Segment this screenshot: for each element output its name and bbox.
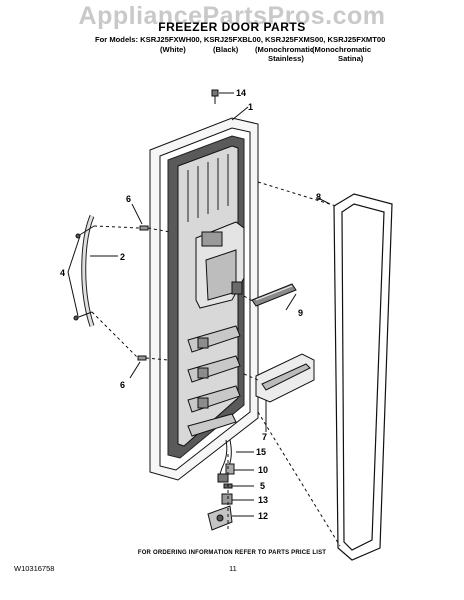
callout-13: 13 [258,495,268,505]
callout-9: 9 [298,308,303,318]
dashed-assembly-lines [91,181,341,547]
screw-upper [139,225,149,231]
callout-15: 15 [256,447,266,457]
callout-leaders [67,92,331,517]
page-number: 11 [229,564,237,573]
door-handle [73,215,95,327]
page-title: FREEZER DOOR PARTS [158,20,306,34]
watermark: AppliancePartsPros.com [78,2,386,30]
dispenser-trim [251,283,297,307]
callout-12: 12 [258,511,268,521]
callout-14: 14 [236,88,246,98]
callout-4: 4 [60,268,65,278]
callout-2: 2 [120,252,125,262]
variant-white: (White) [160,45,186,54]
callout-6-lower: 6 [120,380,125,390]
ordering-note: FOR ORDERING INFORMATION REFER TO PARTS … [137,550,327,556]
callout-10: 10 [258,465,268,475]
models-line: For Models: KSRJ25FXWH00, KSRJ25FXBL00, … [95,35,386,44]
document-number: W10316758 [14,564,55,573]
callout-5: 5 [260,481,265,491]
variant-black: (Black) [213,45,239,54]
callout-7: 7 [262,432,267,442]
door-bin [255,353,315,403]
variant-satina-line1: (Monochromatic [312,45,372,54]
callout-8: 8 [316,192,321,202]
callout-1: 1 [248,102,253,112]
screw-lower [137,355,147,361]
variant-stainless-line2: Stainless) [268,54,304,63]
door-panel [149,89,259,481]
variant-satina-line2: Satina) [338,54,364,63]
door-gasket [333,193,393,561]
callout-6-upper: 6 [126,194,131,204]
variant-stainless-line1: (Monochromatic [255,45,315,54]
